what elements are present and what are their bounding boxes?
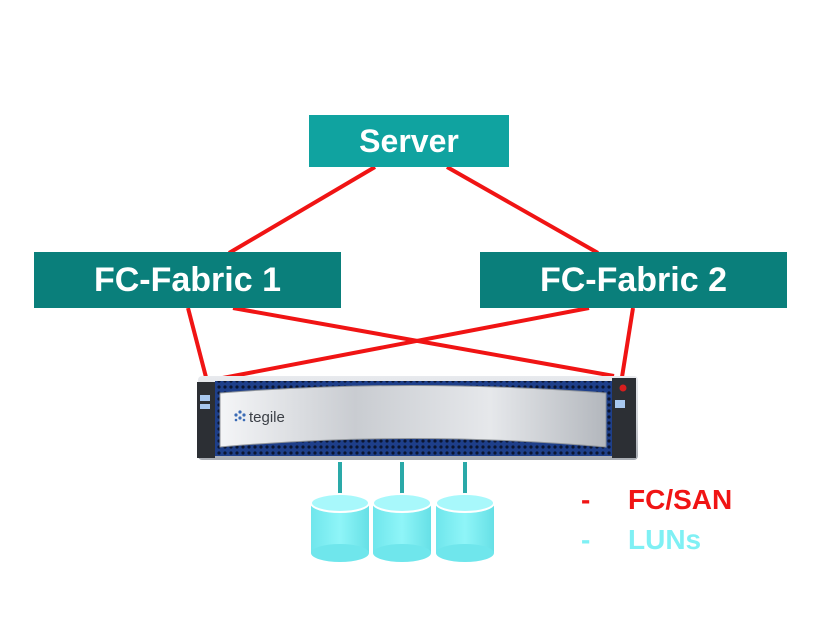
legend-luns-dash: - <box>581 524 591 555</box>
legend-fc-label: FC/SAN <box>628 484 733 515</box>
power-button-icon <box>619 384 627 392</box>
left-ear <box>197 382 215 458</box>
fc-fabric-1-node: FC-Fabric 1 <box>34 252 341 308</box>
tegile-logo-icon <box>234 410 246 422</box>
link-fabric2-left-port <box>206 306 590 383</box>
lun-icon <box>435 493 495 562</box>
fc-fabric-2-label: FC-Fabric 2 <box>539 260 728 299</box>
fc-fabric-2-node: FC-Fabric 2 <box>480 252 787 308</box>
server-label: Server <box>359 122 459 159</box>
legend-fc-dash: - <box>581 484 591 515</box>
lun-icon <box>372 493 432 562</box>
fc-links <box>186 165 635 383</box>
fc-fabric-1-label: FC-Fabric 1 <box>93 260 282 299</box>
lun-cylinders <box>310 493 495 562</box>
link-server-fabric1 <box>227 165 377 255</box>
lun-icon <box>310 493 370 562</box>
link-fabric1-right-port <box>232 306 615 378</box>
server-node: Server <box>309 115 509 167</box>
brand-label: tegile <box>249 409 285 426</box>
link-fabric2-right-port <box>620 307 635 378</box>
legend-luns-label: LUNs <box>628 524 702 555</box>
link-server-fabric2 <box>446 165 599 255</box>
lun-links <box>338 462 467 494</box>
storage-array: tegile <box>197 376 638 460</box>
link-fabric1-left-port <box>186 307 209 382</box>
front-bezel <box>219 385 607 448</box>
